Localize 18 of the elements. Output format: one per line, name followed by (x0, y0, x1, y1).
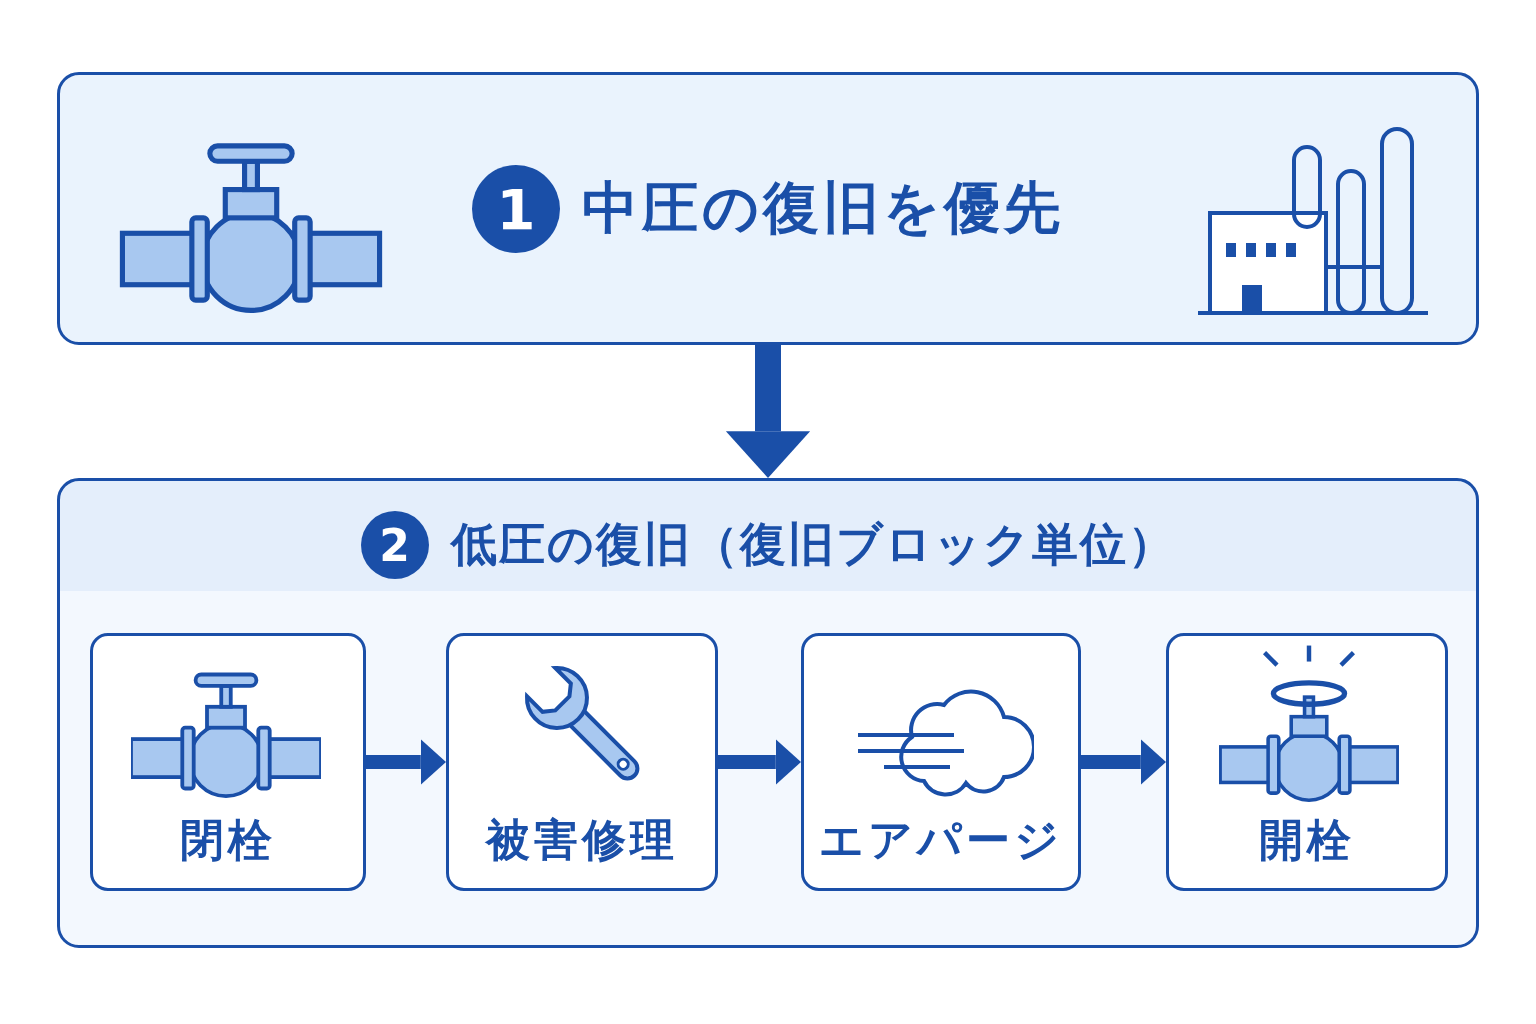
step-label: 被害修理 (484, 813, 679, 867)
section-panel (57, 72, 1479, 345)
section-panel (57, 478, 1479, 948)
arrow (725, 345, 811, 478)
step-label: エアパージ (818, 813, 1064, 867)
step-card (446, 633, 718, 891)
step-card (1166, 633, 1448, 891)
section-heading: 中圧の復旧を優先 (582, 174, 1064, 242)
step-card (90, 633, 366, 891)
step-label: 開栓 (1258, 813, 1356, 867)
step-label: 閉栓 (179, 813, 277, 867)
step-card (801, 633, 1081, 891)
number-badge: 2 (360, 511, 429, 579)
arrow (718, 739, 801, 785)
arrow (366, 739, 446, 785)
section-heading: 低圧の復旧（復旧ブロック単位） (450, 516, 1176, 573)
number-badge: 1 (472, 165, 560, 253)
arrow (1081, 739, 1166, 785)
